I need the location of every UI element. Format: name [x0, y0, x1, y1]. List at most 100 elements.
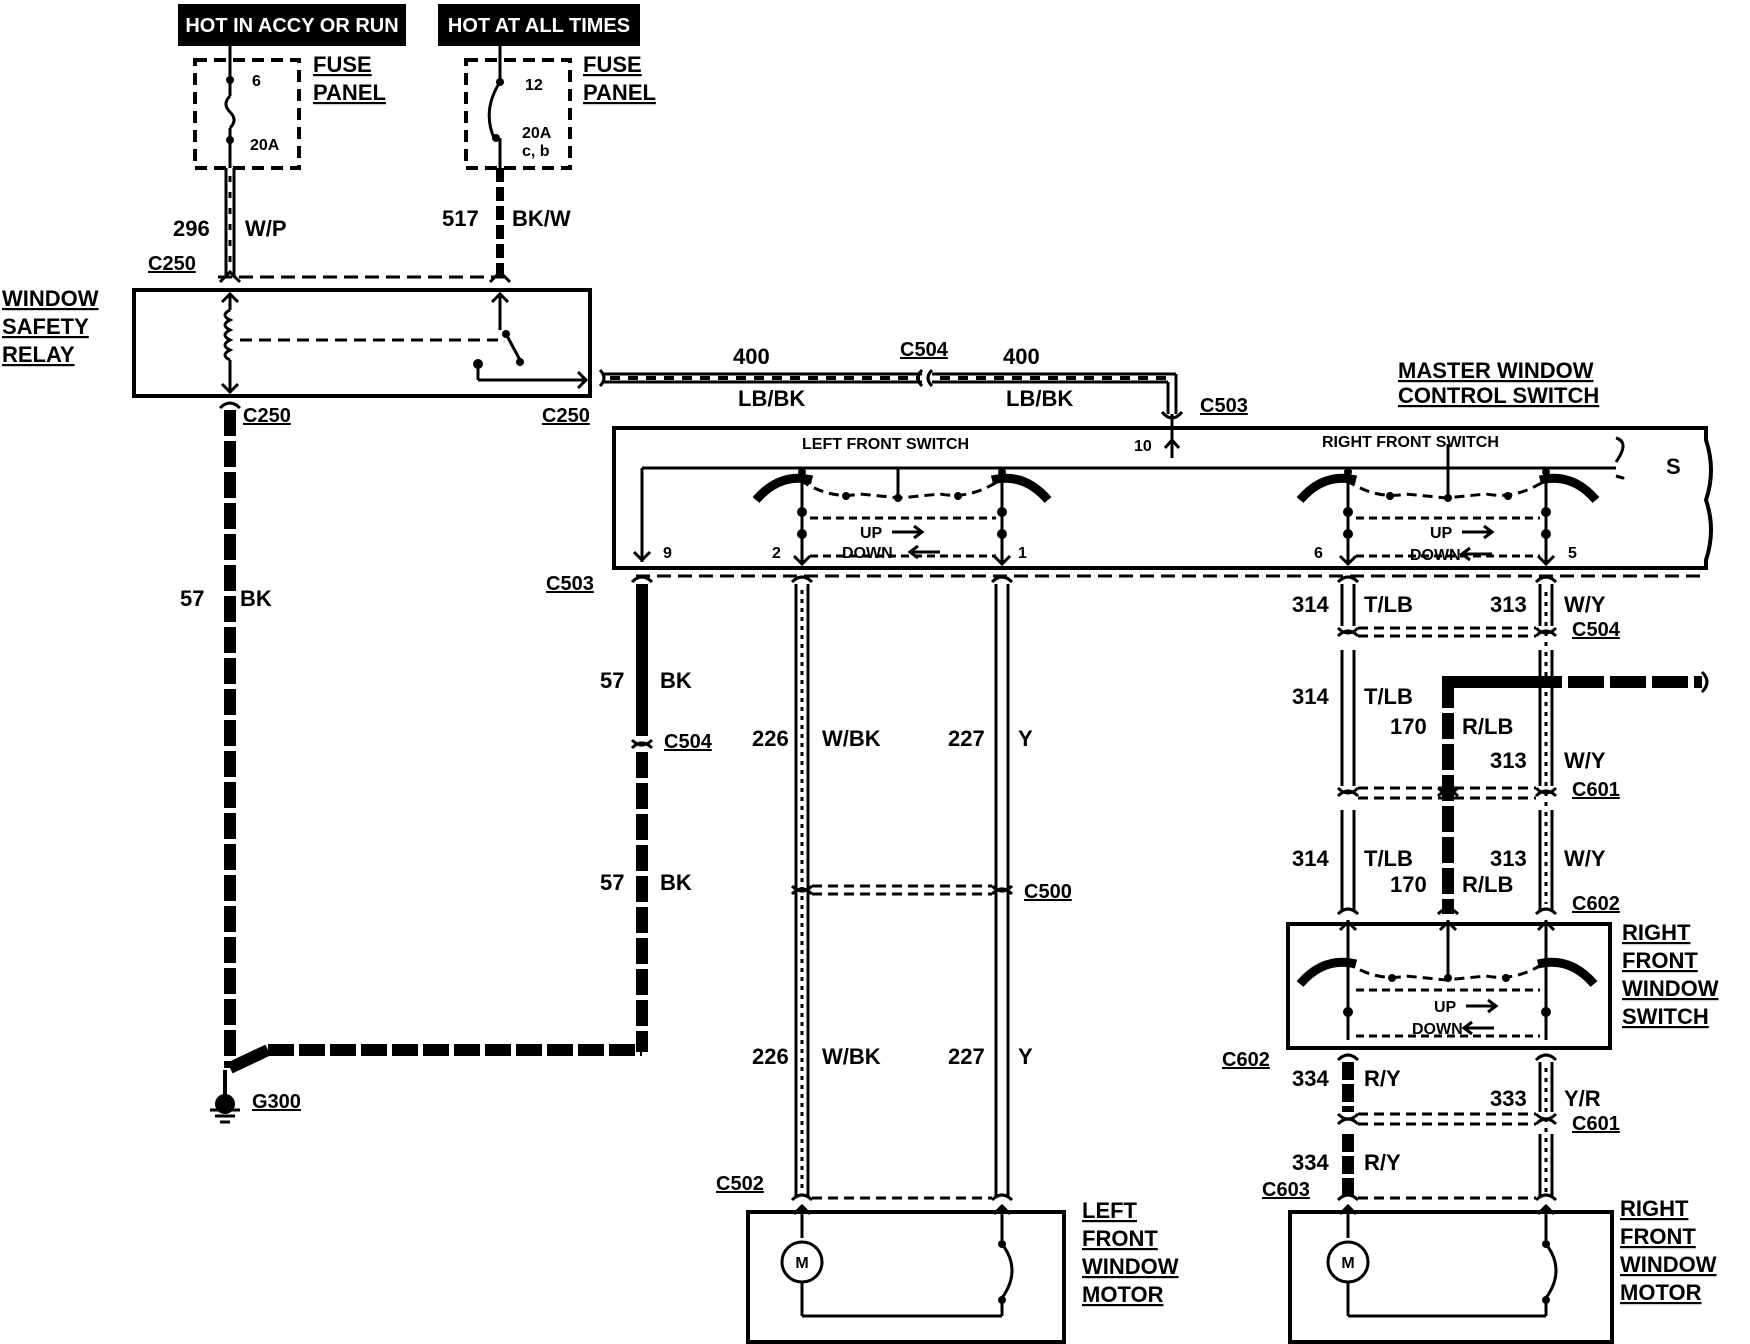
master-left-down: DOWN — [842, 545, 893, 562]
connector-c250-bottom-left: C250 — [243, 405, 291, 427]
wire-226b-color: W/BK — [822, 1044, 881, 1069]
power-source-always: HOT AT ALL TIMES — [438, 4, 640, 46]
fuse-right-title-1: FUSE — [583, 52, 642, 77]
wire-400b-color: LB/BK — [1006, 386, 1073, 411]
lf-motor-title-4: MOTOR — [1082, 1282, 1164, 1307]
rf-motor-title-2: FRONT — [1620, 1224, 1696, 1249]
wire-226a-color: W/BK — [822, 726, 881, 751]
fuse-left-title-2: PANEL — [313, 80, 386, 105]
wire-313: 313 W/Y 313 W/Y 313 W/Y — [1490, 575, 1606, 910]
relay-switch-icon — [504, 333, 522, 361]
master-left-up: UP — [860, 525, 883, 542]
wire-57a-color: BK — [240, 586, 272, 611]
wire-296: 296 W/P — [173, 168, 287, 278]
master-title-1: MASTER WINDOW — [1398, 358, 1594, 383]
connector-c250-bottom-right: C250 — [542, 405, 590, 427]
connector-c603: C603 — [1262, 1179, 1310, 1201]
limit-switch-icon — [1000, 1243, 1014, 1299]
wire-57a-number: 57 — [180, 586, 204, 611]
connector-c504-right-group: C504 — [1336, 619, 1621, 641]
fuse-right-number: 12 — [525, 77, 543, 94]
fuse-right-title-2: PANEL — [583, 80, 656, 105]
connector-c250-top: C250 — [148, 253, 196, 275]
down-arrow-icon — [907, 544, 940, 560]
rf-switch-up: UP — [1434, 999, 1457, 1016]
wire-227a-color: Y — [1018, 726, 1033, 751]
lf-motor-title-1: LEFT — [1082, 1198, 1138, 1223]
pin-2: 2 — [772, 545, 781, 562]
wire-313b-color: W/Y — [1564, 748, 1606, 773]
fuse-right-note: c, b — [522, 143, 550, 160]
fuse-left-number: 6 — [252, 73, 261, 90]
connector-c500: C500 — [1024, 881, 1072, 903]
wire-314c-number: 314 — [1292, 846, 1329, 871]
limit-switch-icon — [1544, 1243, 1558, 1299]
connector-c504-top: C504 — [900, 339, 949, 361]
down-arrow-icon — [1461, 1020, 1494, 1036]
wire-296-color: W/P — [245, 216, 287, 241]
window-safety-relay: WINDOW SAFETY RELAY — [2, 286, 592, 398]
connector-c601b-group: C601 — [1336, 1112, 1620, 1135]
wire-313a-color: W/Y — [1564, 592, 1606, 617]
master-window-control-switch: MASTER WINDOW CONTROL SWITCH LEFT FRONT … — [612, 358, 1713, 570]
relay-title-2: SAFETY — [2, 314, 89, 339]
fuse-right-amp: 20A — [522, 125, 552, 142]
wire-170a-color: R/LB — [1462, 714, 1513, 739]
ground-g300: G300 — [210, 1070, 301, 1124]
master-right-switch-label: RIGHT FRONT SWITCH — [1322, 434, 1499, 451]
fuse-panel-right: 12 20A c, b FUSE PANEL — [464, 52, 656, 170]
fuse-icon — [224, 94, 236, 130]
power-always-label: HOT AT ALL TIMES — [448, 15, 630, 37]
wire-333-color: Y/R — [1564, 1086, 1601, 1111]
wire-227b-number: 227 — [948, 1044, 985, 1069]
wire-334: 334 R/Y 334 R/Y — [1292, 1053, 1401, 1196]
wire-57-right: 57 BK C504 57 BK — [600, 575, 713, 1052]
wire-334a-color: R/Y — [1364, 1066, 1401, 1091]
rf-switch-title-2: FRONT — [1622, 948, 1698, 973]
wire-57c-number: 57 — [600, 870, 624, 895]
wire-170b-number: 170 — [1390, 872, 1427, 897]
wire-400a-number: 400 — [733, 344, 770, 369]
wire-400: 400 LB/BK 400 LB/BK C504 — [598, 339, 1184, 420]
wire-296-number: 296 — [173, 216, 210, 241]
connector-c503-top: C503 — [1200, 395, 1248, 417]
up-arrow-icon — [1466, 998, 1499, 1014]
wire-313a-number: 313 — [1490, 592, 1527, 617]
connector-c603-group: C603 — [1262, 1179, 1558, 1202]
break-mark: S — [1666, 454, 1681, 479]
left-front-window-motor: M LEFT FRONT WINDOW MOTOR — [746, 1198, 1179, 1344]
wire-333: 333 Y/R — [1490, 1053, 1601, 1196]
fuse-icon — [487, 81, 502, 139]
down-arrow-icon — [1459, 546, 1492, 562]
up-arrow-icon — [892, 524, 925, 540]
wire-517-color: BK/W — [512, 206, 571, 231]
connector-c500-group: C500 — [790, 881, 1072, 903]
connector-c504-left: C504 — [664, 731, 713, 753]
rf-motor-title-3: WINDOW — [1620, 1252, 1717, 1277]
master-title-2: CONTROL SWITCH — [1398, 383, 1599, 408]
wire-314c-color: T/LB — [1364, 846, 1413, 871]
connector-c602-b: C602 — [1222, 1049, 1270, 1071]
wire-170b-color: R/LB — [1462, 872, 1513, 897]
wire-57-left: 57 BK — [180, 401, 642, 1074]
lf-motor-symbol: M — [795, 1255, 808, 1272]
pin-5: 5 — [1568, 545, 1577, 562]
wire-517: 517 BK/W — [442, 168, 571, 278]
wire-226b-number: 226 — [752, 1044, 789, 1069]
wire-313c-color: W/Y — [1564, 846, 1606, 871]
rf-motor-title-1: RIGHT — [1620, 1196, 1689, 1221]
lf-motor-title-3: WINDOW — [1082, 1254, 1179, 1279]
connector-g300: G300 — [252, 1091, 301, 1113]
wire-314a-number: 314 — [1292, 592, 1329, 617]
fuse-left-title-1: FUSE — [313, 52, 372, 77]
wire-57b-color: BK — [660, 668, 692, 693]
right-front-window-switch: UP DOWN RIGHT FRONT WINDOW SWITCH — [1286, 919, 1719, 1050]
rf-switch-down: DOWN — [1412, 1021, 1463, 1038]
coil-icon — [223, 308, 234, 362]
rf-motor-title-4: MOTOR — [1620, 1280, 1702, 1305]
connector-c502: C502 — [716, 1173, 764, 1195]
lf-motor-title-2: FRONT — [1082, 1226, 1158, 1251]
wire-226a-number: 226 — [752, 726, 789, 751]
wire-57b-number: 57 — [600, 668, 624, 693]
